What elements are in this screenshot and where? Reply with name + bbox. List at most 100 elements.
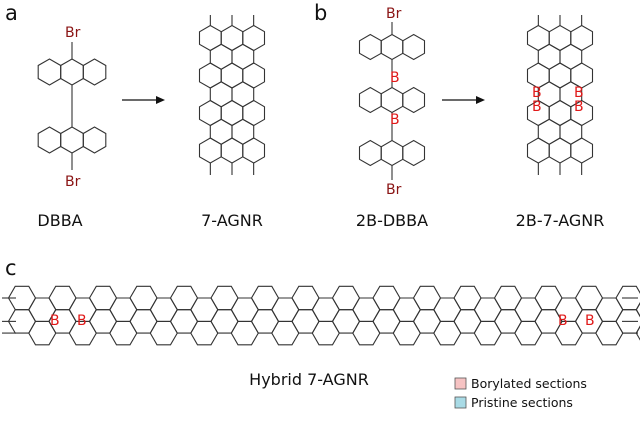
borylated-ring (514, 320, 543, 346)
arrow-head-b (476, 96, 485, 104)
anthracene-ring (380, 139, 404, 167)
pristine-ring (311, 320, 340, 346)
pristine-ring (291, 309, 320, 334)
ribbon-ring (231, 81, 255, 108)
pristine-ring (392, 320, 421, 346)
pristine-ring (433, 297, 462, 322)
pristine-ring (311, 297, 340, 322)
legend-swatch-borylated (454, 377, 467, 390)
legend: Borylated sections Pristine sections (454, 376, 587, 410)
pristine-ring (271, 320, 300, 346)
pristine-ring (250, 309, 280, 334)
panel-letter-a: a (5, 1, 18, 25)
borylated-ring (635, 302, 640, 318)
pristine-ring (291, 285, 320, 311)
borylated-ring (595, 320, 624, 346)
pristine-ring (352, 320, 381, 346)
pristine-ring (271, 297, 300, 322)
anthracene-ring (402, 139, 426, 167)
pristine-ring (149, 297, 178, 322)
ribbon-ring (231, 43, 255, 70)
anthracene-ring (60, 58, 84, 86)
borylated-ring (595, 297, 624, 322)
pristine-ring (149, 320, 178, 346)
pristine-ring (493, 309, 523, 334)
panel-letter-b: b (314, 1, 327, 25)
2b-dbba-br-top: Br (386, 6, 402, 22)
ribbon-ring (198, 137, 222, 164)
anthracene-ring (358, 33, 382, 61)
pristine-ring (392, 297, 421, 322)
2b-7-agnr-molecule (526, 15, 594, 175)
borylated-ring (88, 285, 118, 311)
legend-swatch-pristine (454, 396, 467, 409)
legend-label-pristine: Pristine sections (471, 395, 573, 410)
ribbon-ring (537, 43, 561, 70)
diborin-ring (380, 86, 404, 114)
ribbon-ring (570, 137, 594, 164)
benzo-ring (402, 86, 426, 114)
anthracene-ring (82, 126, 107, 154)
pristine-ring (473, 297, 502, 322)
pristine-ring (109, 297, 138, 322)
pristine-ring (230, 320, 259, 346)
pristine-ring (372, 285, 401, 311)
pristine-ring (230, 297, 259, 322)
pristine-ring (412, 309, 442, 334)
ribbon-ring (231, 118, 255, 145)
ribbon-boron-4: B (574, 99, 584, 115)
ribbon-boron-1: B (532, 85, 542, 101)
pristine-ring (352, 297, 381, 322)
hybrid-left-boron-2: B (77, 313, 87, 329)
2b-dbba-caption: 2B-DBBA (356, 211, 428, 230)
borylated-ring (88, 309, 118, 334)
pristine-ring (169, 285, 199, 311)
pristine-ring (169, 309, 199, 334)
borylated-ring (48, 285, 77, 311)
pristine-ring (210, 285, 239, 311)
ribbon-boron-3: B (532, 99, 542, 115)
pristine-ring (250, 285, 280, 311)
hybrid-left-boron-1: B (50, 313, 60, 329)
pristine-ring (331, 309, 361, 334)
ribbon-ring (209, 81, 233, 108)
ribbon-ring (526, 137, 550, 164)
benzo-ring (358, 86, 382, 114)
pristine-ring (331, 285, 361, 311)
2b-dbba-molecule (358, 22, 426, 180)
anthracene-ring (380, 33, 404, 61)
2b-dbba-br-bottom: Br (386, 182, 402, 198)
borylated-ring (514, 297, 543, 322)
ribbon-ring (220, 137, 244, 164)
2b-dbba-boron-top: B (390, 70, 400, 86)
pristine-ring (453, 309, 482, 334)
dbba-molecule (37, 42, 107, 170)
7-agnr-caption: 7-AGNR (201, 211, 263, 230)
arrow-head-a (156, 96, 165, 104)
ribbon-ring (242, 137, 266, 164)
anthracene-ring (37, 58, 62, 86)
7-agnr-molecule (198, 15, 266, 175)
ribbon-ring (559, 118, 583, 145)
ribbon-ring (209, 43, 233, 70)
ribbon-ring (559, 43, 583, 70)
pristine-ring (412, 285, 442, 311)
ribbon-ring (537, 118, 561, 145)
pristine-ring (493, 285, 523, 311)
anthracene-ring (82, 58, 107, 86)
anthracene-ring (37, 126, 62, 154)
anthracene-ring (402, 33, 426, 61)
ribbon-ring (548, 137, 572, 164)
pristine-ring (433, 320, 462, 346)
ribbon-boron-2: B (574, 85, 584, 101)
anthracene-ring (358, 139, 382, 167)
pristine-ring (473, 320, 502, 346)
panel-letter-c: c (5, 256, 17, 280)
dbba-br-top: Br (65, 25, 81, 41)
dbba-br-bottom: Br (65, 174, 81, 190)
hybrid-7-agnr-ribbon (2, 285, 640, 346)
borylated-ring (574, 285, 604, 311)
hybrid-caption: Hybrid 7-AGNR (249, 370, 369, 389)
pristine-ring (109, 320, 138, 346)
